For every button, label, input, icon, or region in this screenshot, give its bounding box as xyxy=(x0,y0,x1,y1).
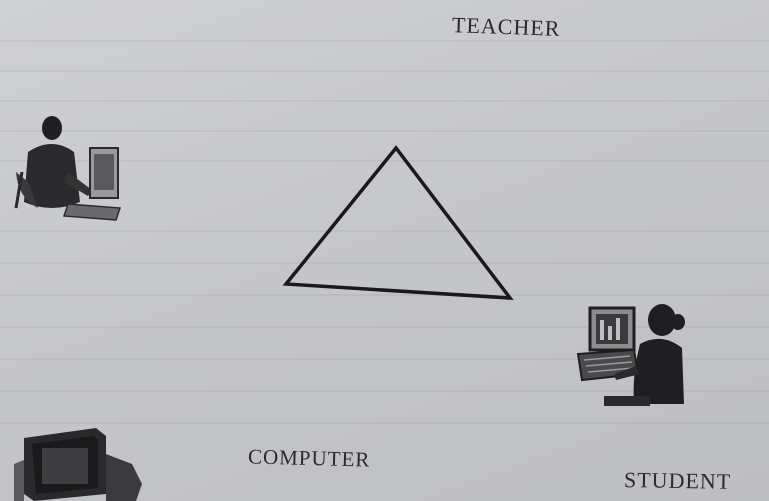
student-label: STUDENT xyxy=(624,467,732,495)
teacher-label: TEACHER xyxy=(452,12,561,42)
computer-label: COMPUTER xyxy=(248,444,371,472)
student-at-computer-icon xyxy=(574,300,692,412)
teacher-at-computer-icon xyxy=(8,112,124,228)
computer-icon xyxy=(10,424,144,501)
relationship-triangle xyxy=(280,140,520,310)
